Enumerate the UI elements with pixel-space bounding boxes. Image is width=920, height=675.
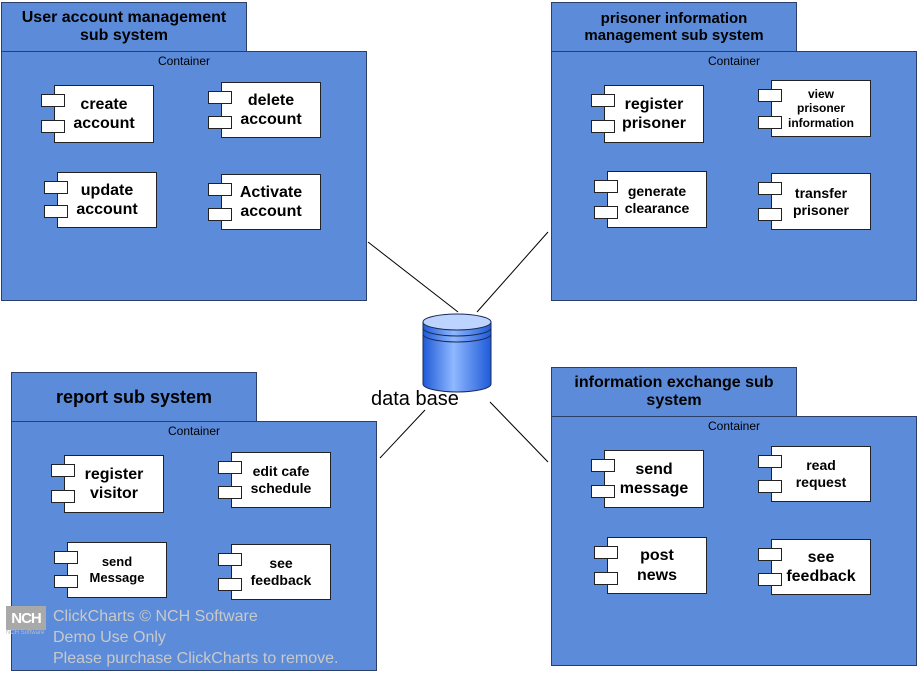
component-label: transfer prisoner [792,184,849,218]
component-label: send Message [89,554,145,585]
component-port [758,116,782,129]
component-port [758,455,782,468]
component-port [41,120,65,133]
component-update-account[interactable]: update account [44,172,157,228]
component-port [208,208,232,221]
database-icon[interactable] [420,312,496,394]
container-label: Container [707,419,761,433]
component-create-account[interactable]: create account [41,85,154,143]
container-label: Container [167,424,221,438]
container-label: Container [707,54,761,68]
component-port [758,548,782,561]
watermark-logo: NCH [6,606,46,630]
component-transfer-prisoner[interactable]: transfer prisoner [758,173,871,230]
component-label: Activate account [239,183,303,220]
component-see-feedback[interactable]: see feedback [218,544,331,600]
component-port [218,578,242,591]
component-port [41,94,65,107]
user-account-subsystem-title: User account management sub system [1,2,247,52]
component-generate-clearance[interactable]: generate clearance [594,171,707,228]
component-read-request[interactable]: read request [758,446,871,502]
component-port [758,208,782,221]
component-label: view prisoner information [788,86,854,130]
component-label: post news [636,547,677,584]
component-label: register visitor [84,465,144,502]
component-port [594,180,618,193]
container-label: Container [157,54,211,68]
component-label: update account [76,181,138,218]
connector-info-exchange [489,401,549,463]
component-port [44,181,68,194]
component-port [594,572,618,585]
component-port [591,94,615,107]
component-port [208,183,232,196]
connector-prisoner-info [476,231,549,313]
component-port [51,464,75,477]
component-register-prisoner[interactable]: register prisoner [591,85,704,143]
component-label: send message [619,460,689,497]
component-see-feedback-exchange[interactable]: see feedback [758,539,871,595]
component-label: generate clearance [624,182,690,216]
component-edit-cafe-schedule[interactable]: edit cafe schedule [218,452,331,508]
component-port [54,575,78,588]
component-label: see feedback [786,548,856,585]
component-port [218,461,242,474]
prisoner-info-subsystem-title: prisoner information management sub syst… [551,2,797,52]
component-send-message[interactable]: send Message [54,542,167,598]
component-label: register prisoner [621,95,686,132]
component-port [51,490,75,503]
component-label: edit cafe schedule [250,463,312,496]
report-subsystem-title: report sub system [11,372,257,422]
component-view-prisoner-information[interactable]: view prisoner information [758,80,871,137]
component-port [208,91,232,104]
component-post-news[interactable]: post news [594,537,707,594]
component-label: see feedback [250,555,312,588]
component-send-message-exchange[interactable]: send message [591,450,704,508]
component-port [591,459,615,472]
component-port [54,551,78,564]
component-port [758,89,782,102]
component-label: read request [795,457,847,490]
component-port [218,486,242,499]
database-label: data base [371,388,459,410]
component-label: delete account [240,91,302,128]
component-label: create account [73,95,135,132]
component-port [218,553,242,566]
component-port [594,206,618,219]
component-port [208,116,232,129]
component-port [758,182,782,195]
info-exchange-subsystem-title: information exchange sub system [551,367,797,417]
component-port [758,573,782,586]
component-port [594,546,618,559]
component-port [44,205,68,218]
component-port [591,485,615,498]
component-register-visitor[interactable]: register visitor [51,455,164,513]
connector-report [379,409,426,459]
connector-user-account [367,241,459,313]
component-port [758,480,782,493]
component-activate-account[interactable]: Activate account [208,174,321,230]
component-port [591,120,615,133]
watermark-logo-subtext: NCH Software [6,630,45,636]
component-delete-account[interactable]: delete account [208,82,321,138]
